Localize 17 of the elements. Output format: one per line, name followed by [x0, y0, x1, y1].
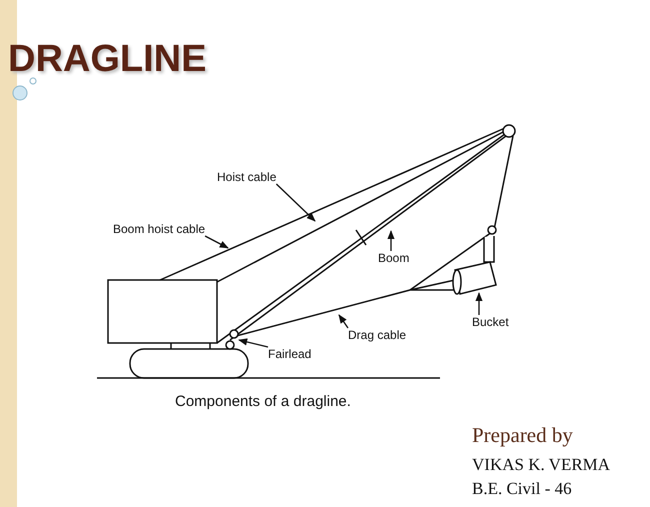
credit-text: VIKAS K. VERMA: [472, 455, 610, 475]
credit-text: B.E. Civil - 46: [472, 479, 572, 499]
credit-heading: Prepared by: [472, 423, 573, 448]
leader-line: [475, 292, 483, 315]
leader-line: [387, 230, 395, 251]
title: DRAGLINE: [8, 38, 206, 81]
part-label: Fairlead: [268, 347, 312, 361]
leader-line: [204, 235, 229, 249]
part-label: Boom hoist cable: [113, 222, 206, 236]
part-label: Bucket: [472, 315, 509, 329]
part-label: Drag cable: [348, 328, 406, 342]
leader-line: [238, 338, 268, 348]
caption: Components of a dragline.: [175, 393, 351, 410]
leader-line: [276, 184, 316, 222]
leader-line: [338, 314, 349, 328]
part-label: Hoist cable: [217, 170, 276, 184]
part-label: Boom: [378, 251, 410, 265]
